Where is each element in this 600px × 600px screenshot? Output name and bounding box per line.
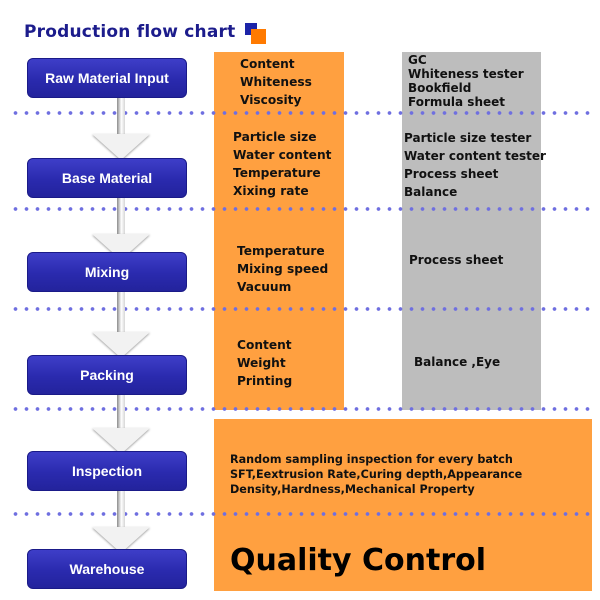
parameter-item: Viscosity — [240, 93, 302, 107]
flow-arrow-stem — [117, 98, 125, 136]
qc-line: Random sampling inspection for every bat… — [230, 453, 513, 466]
flow-arrow-stem — [117, 491, 125, 529]
quality-control-panel — [214, 419, 592, 591]
parameter-item: Content — [240, 57, 295, 71]
row-divider — [10, 111, 594, 115]
raw-material-parameters: Content Whiteness Viscosity — [240, 55, 312, 109]
raw-material-tools: GC Whiteness tester Bookfield Formula sh… — [408, 53, 524, 109]
tool-item: Whiteness tester — [408, 67, 524, 81]
flow-arrow-stem — [117, 292, 125, 334]
step-base-material: Base Material — [27, 158, 187, 198]
parameter-item: Water content — [233, 148, 332, 162]
tool-item: Formula sheet — [408, 95, 506, 109]
step-inspection: Inspection — [27, 451, 187, 491]
base-material-tools: Particle size tester Water content teste… — [404, 129, 546, 201]
tool-item: Process sheet — [404, 167, 499, 181]
row-divider — [10, 207, 594, 211]
parameter-item: Temperature — [237, 244, 325, 258]
step-raw-material-input: Raw Material Input — [27, 58, 187, 98]
tool-item: GC — [408, 53, 427, 67]
tool-item: Bookfield — [408, 81, 472, 95]
tool-item: Balance — [404, 185, 458, 199]
parameter-item: Xixing rate — [233, 184, 309, 198]
tool-item: Balance ,Eye — [414, 355, 501, 369]
quality-control-text: Random sampling inspection for every bat… — [230, 452, 522, 497]
chart-title: Production flow chart — [24, 22, 236, 42]
flow-arrow-stem — [117, 196, 125, 236]
tool-item: Water content tester — [404, 149, 546, 163]
mixing-tools: Process sheet — [409, 251, 503, 269]
tool-item: Process sheet — [409, 253, 504, 267]
qc-line: SFT,Eextrusion Rate,Curing depth,Appeara… — [230, 468, 523, 481]
flow-arrow-icon — [92, 527, 150, 553]
parameter-item: Particle size — [233, 130, 317, 144]
flow-arrow-icon — [92, 428, 150, 454]
step-mixing: Mixing — [27, 252, 187, 292]
parameter-item: Vacuum — [237, 280, 292, 294]
flow-arrow-icon — [92, 332, 150, 358]
parameter-item: Weight — [237, 356, 286, 370]
parameter-item: Printing — [237, 374, 293, 388]
qc-line: Density,Hardness,Mechanical Property — [230, 483, 475, 496]
parameter-item: Temperature — [233, 166, 321, 180]
parameter-item: Whiteness — [240, 75, 312, 89]
packing-tools: Balance ,Eye — [414, 353, 500, 371]
base-material-parameters: Particle size Water content Temperature … — [233, 128, 331, 200]
packing-parameters: Content Weight Printing — [237, 336, 292, 390]
row-divider — [10, 307, 594, 311]
tool-item: Particle size tester — [404, 131, 532, 145]
flow-arrow-stem — [117, 393, 125, 430]
parameter-item: Content — [237, 338, 292, 352]
row-divider — [10, 407, 594, 411]
logo-squares-icon — [245, 23, 267, 45]
flow-arrow-icon — [92, 134, 150, 160]
parameter-item: Mixing speed — [237, 262, 329, 276]
quality-control-heading: Quality Control — [230, 543, 487, 578]
step-packing: Packing — [27, 355, 187, 395]
mixing-parameters: Temperature Mixing speed Vacuum — [237, 242, 328, 296]
step-warehouse: Warehouse — [27, 549, 187, 589]
row-divider — [10, 512, 594, 516]
